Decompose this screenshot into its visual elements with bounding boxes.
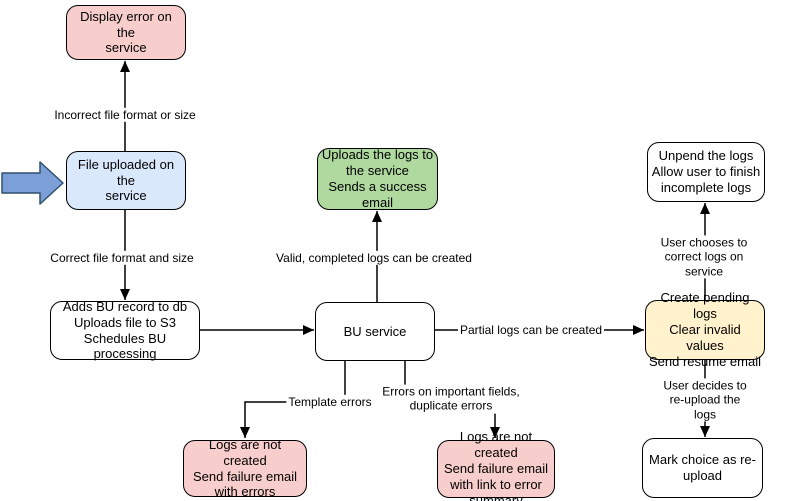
node-file-uploaded: File uploaded on the service <box>66 151 186 210</box>
node-create-pending-logs: Create pending logs Clear invalid values… <box>645 290 765 369</box>
node-logs-not-created-errors: Logs are not created Send failure email … <box>183 437 307 499</box>
node-logs-not-created-summary: Logs are not created Send failure email … <box>437 429 555 501</box>
edge-label-user-corrects: User chooses to correct logs on service <box>655 235 753 279</box>
edge-label-correct-format: Correct file format and size <box>48 250 196 266</box>
edge-label-important-field-errors: Errors on important fields, duplicate er… <box>380 384 522 414</box>
edge-label-template-errors: Template errors <box>286 394 374 410</box>
edge-label-valid-completed: Valid, completed logs can be created <box>274 250 474 266</box>
edge-label-partial-logs: Partial logs can be created <box>457 322 605 338</box>
node-bu-service: BU service <box>315 302 435 361</box>
input-arrow-icon <box>1 161 64 205</box>
node-unpend-logs: Unpend the logs Allow user to finish inc… <box>647 142 765 202</box>
edge-label-incorrect-format: Incorrect file format or size <box>52 107 198 123</box>
node-uploads-logs: Uploads the logs to the service Sends a … <box>317 147 438 210</box>
node-mark-choice-reupload: Mark choice as re- upload <box>642 438 763 498</box>
node-display-error: Display error on the service <box>66 5 186 60</box>
node-adds-bu-record: Adds BU record to db Uploads file to S3 … <box>50 299 200 361</box>
edge-label-user-reuploads: User decides to re-upload the logs <box>657 378 753 422</box>
